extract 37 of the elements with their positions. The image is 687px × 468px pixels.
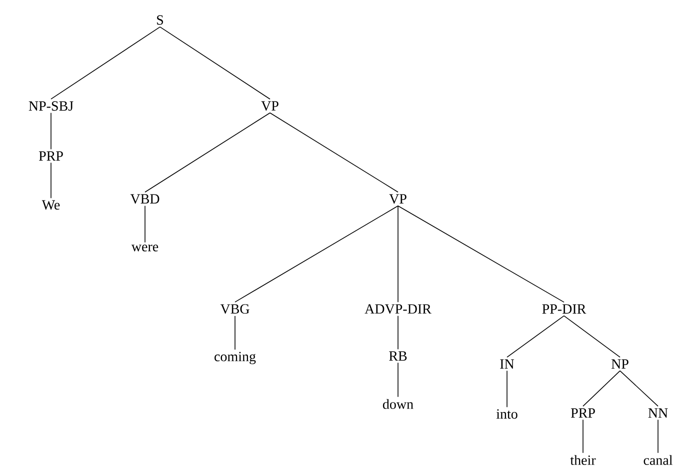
tree-label: We	[42, 200, 60, 210]
tree-branch	[506, 315, 564, 358]
tree-label: RB	[389, 351, 407, 361]
tree-label: were	[131, 244, 158, 252]
tree-label: VP	[389, 194, 406, 204]
tree-label: VP	[261, 101, 278, 111]
tree-label: canal	[644, 455, 672, 465]
tree-label: NN	[648, 408, 668, 418]
tree-branch	[398, 205, 564, 303]
tree-branch	[506, 370, 508, 408]
tree-label: VBG	[220, 304, 250, 314]
tree-label: NP-SBJ	[28, 101, 74, 111]
tree-branch	[564, 315, 620, 358]
tree-branch	[144, 112, 270, 193]
tree-branch	[160, 26, 270, 100]
tree-branch	[620, 370, 658, 407]
tree-branch	[234, 205, 398, 302]
tree-branch	[234, 316, 236, 350]
tree-branch	[50, 26, 160, 100]
tree-branch	[50, 112, 52, 150]
tree-label: down	[382, 399, 414, 409]
tree-label: into	[496, 409, 518, 419]
tree-label: S	[157, 15, 164, 25]
tree-branch	[582, 370, 620, 407]
tree-branch	[144, 205, 146, 243]
tree-branch	[50, 162, 52, 199]
tree-label: VBD	[130, 194, 160, 204]
tree-branch	[582, 419, 584, 454]
tree-label: coming	[214, 352, 256, 364]
tree-label: their	[570, 455, 596, 465]
tree-label: PRP	[38, 151, 63, 161]
tree-label: PRP	[570, 408, 595, 418]
tree-label: NP	[611, 359, 628, 369]
tree-label: IN	[500, 359, 514, 369]
tree-label: ADVP-DIR	[364, 304, 432, 314]
tree-label: PP-DIR	[542, 304, 586, 314]
tree-branch	[270, 112, 398, 193]
